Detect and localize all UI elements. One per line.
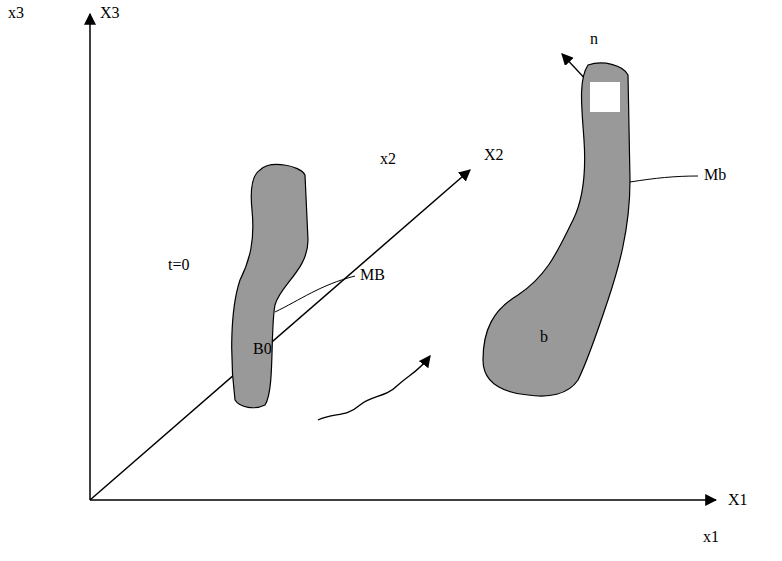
axis-label: X2 <box>484 146 504 164</box>
body-outline <box>478 60 638 400</box>
axis-label: x2 <box>380 150 396 168</box>
axis-label: X1 <box>728 491 748 509</box>
boundary-label: MB <box>360 266 385 284</box>
x3-axis <box>89 14 91 500</box>
axis-label: x1 <box>703 528 719 546</box>
reference-body: B0 <box>230 160 310 410</box>
normal-label: n <box>590 30 598 48</box>
current-body: b <box>478 60 638 400</box>
boundary-label: Mb <box>704 166 726 184</box>
body-shape <box>483 63 630 396</box>
body-label: B0 <box>253 340 272 358</box>
surface-element <box>590 82 620 112</box>
leader-line <box>630 176 698 182</box>
body-label: b <box>540 328 548 346</box>
x1-axis <box>90 499 716 501</box>
axis-label: x3 <box>8 4 24 22</box>
body-shape <box>232 165 308 408</box>
body-outline <box>230 160 310 410</box>
time-label: t=0 <box>168 256 189 274</box>
axis-label: X3 <box>100 4 120 22</box>
motion-arrow <box>318 356 430 420</box>
